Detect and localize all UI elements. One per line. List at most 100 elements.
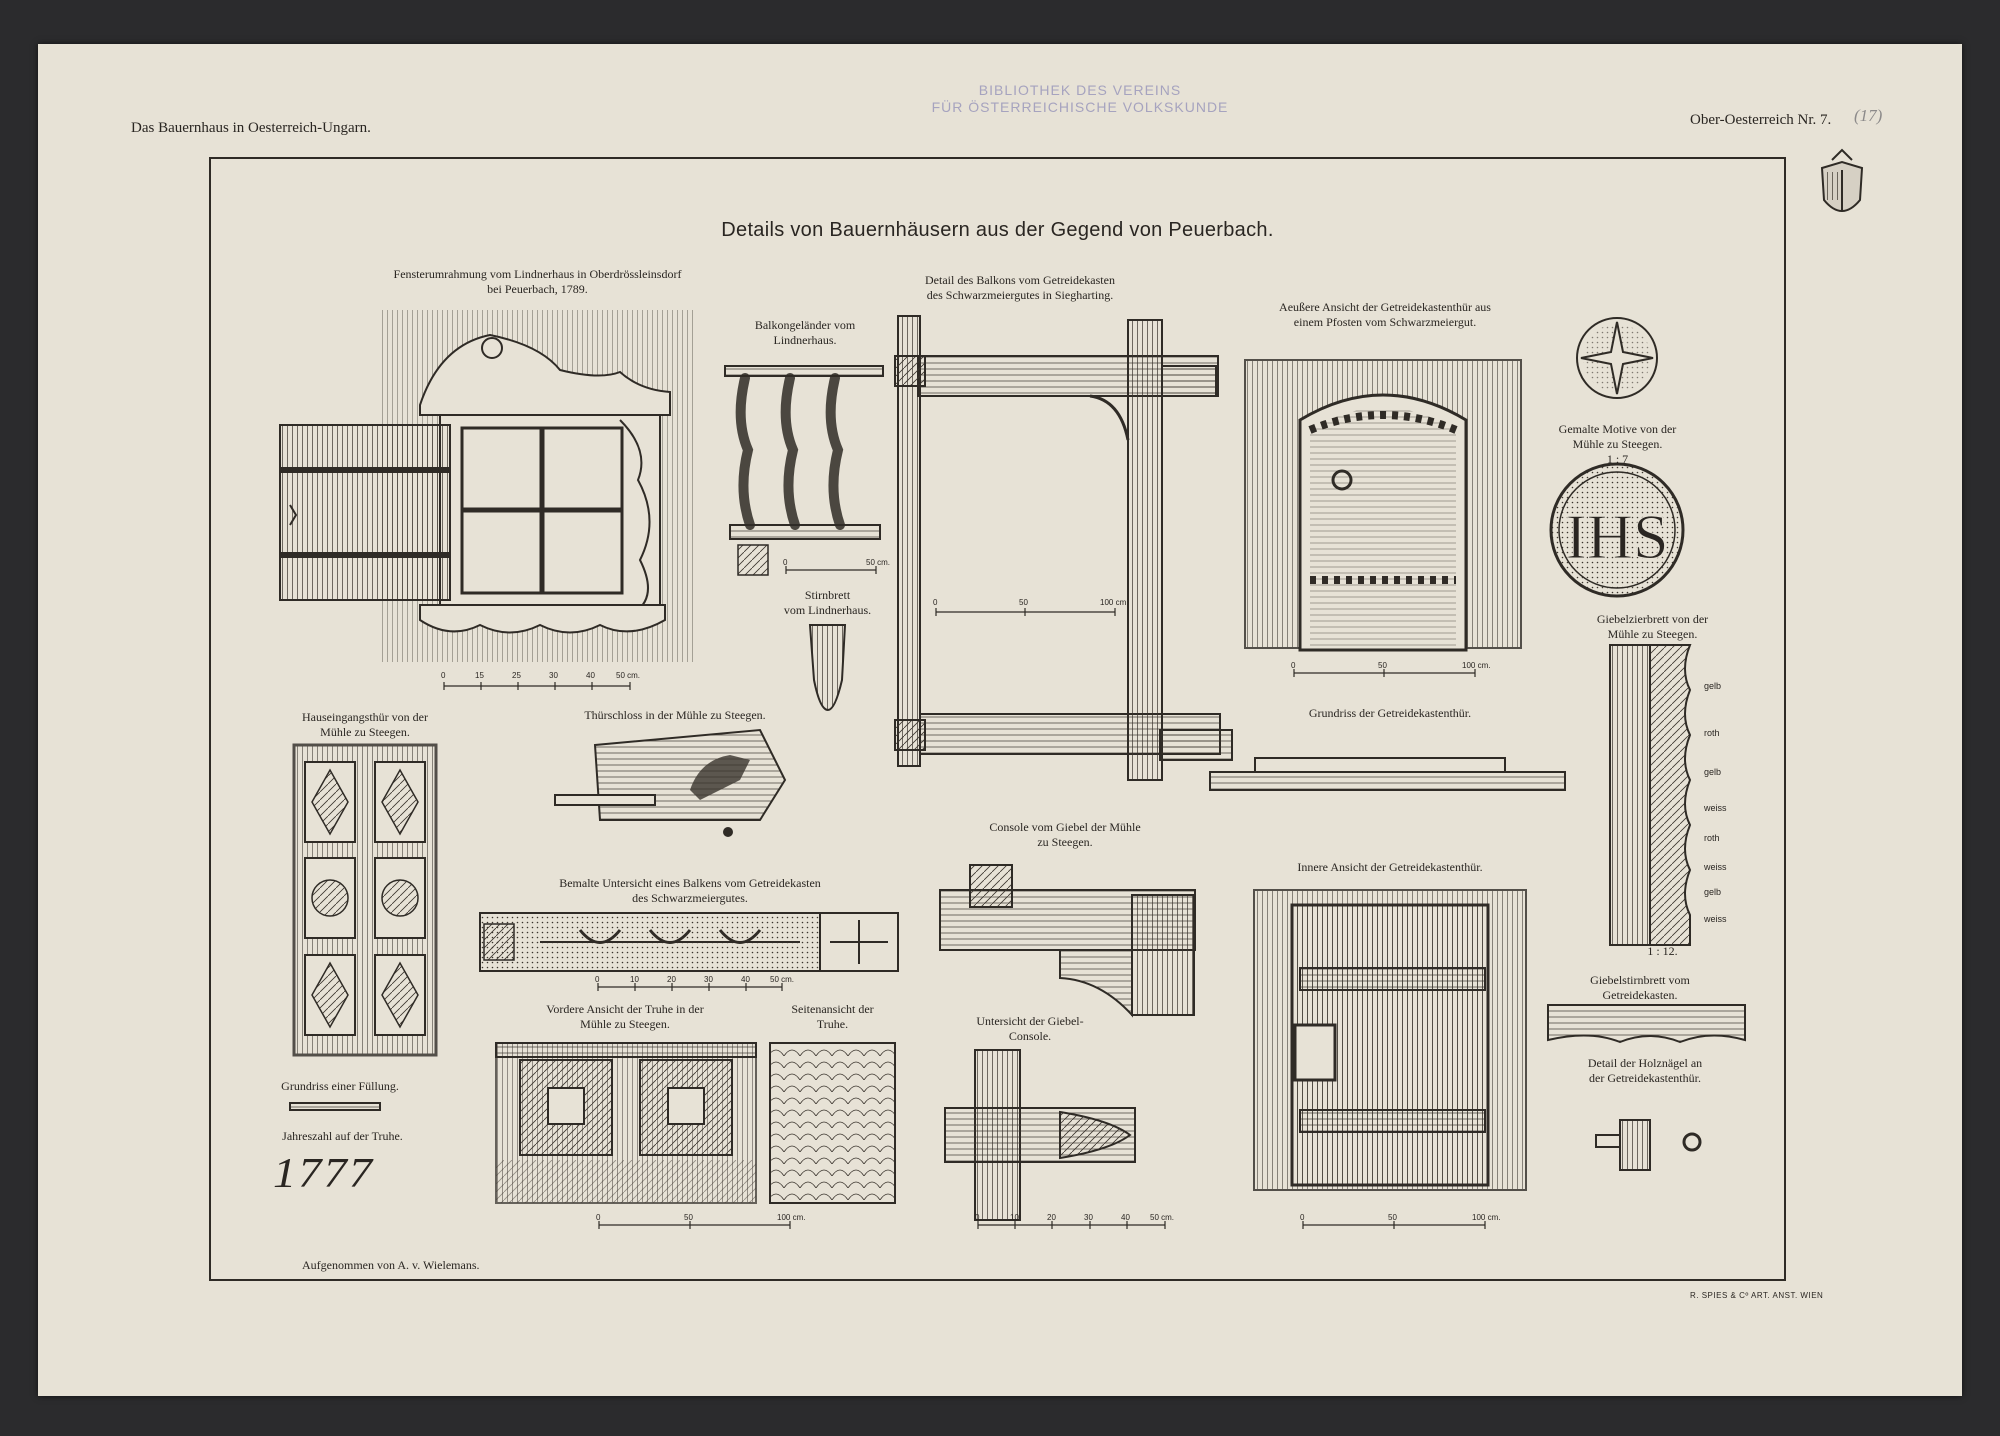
console-drawing: [939, 864, 1196, 1018]
scale-label: 40: [741, 975, 750, 984]
caption-line: Lindnerhaus.: [773, 333, 837, 347]
caption-line: Hauseingangsthür von der: [302, 710, 428, 724]
caption-panel-plan: Grundriss einer Füllung.: [265, 1079, 415, 1094]
scale-label: 10: [630, 975, 639, 984]
color-label: weiss: [1704, 803, 1727, 813]
caption-window-frame: Fensterumrahmung vom Lindnerhaus in Ober…: [300, 267, 775, 297]
caption-line: zu Steegen.: [1037, 835, 1093, 849]
caption-line: Giebelzierbrett von der: [1596, 612, 1709, 626]
scale-label: 10: [1010, 1213, 1019, 1222]
caption-line: 1 : 7: [1606, 452, 1629, 466]
caption-line: Vordere Ansicht der Truhe in der: [546, 1002, 704, 1016]
caption-console: Console vom Giebel der Mühle zu Steegen.: [960, 820, 1170, 850]
caption-line: Aeußere Ansicht der Getreidekastenthür a…: [1279, 300, 1491, 314]
scale-bars: [443, 566, 1486, 1229]
caption-line: vom Lindnerhaus.: [783, 603, 872, 617]
scale-label: 50 cm.: [770, 975, 795, 984]
svg-text:IHS: IHS: [1565, 501, 1668, 572]
door-plan-drawing: [1209, 757, 1566, 791]
stamp-line-1: BIBLIOTHEK DES VEREINS: [978, 82, 1182, 98]
caption-line: Stirnbrett: [804, 588, 851, 602]
caption-line: Mühle zu Steegen.: [580, 1017, 670, 1031]
entrance-door-drawing: [292, 743, 438, 1057]
scale-label: 0: [975, 1213, 980, 1222]
scale-label: 0: [933, 598, 938, 607]
balcony-railing-drawing: [724, 365, 884, 576]
caption-balcony-railing: Balkongeländer vom Lindnerhaus.: [725, 318, 885, 348]
scale-label: 0: [1291, 661, 1296, 670]
caption-line: Console.: [1008, 1029, 1052, 1043]
caption-console-bottom: Untersicht der Giebel- Console.: [955, 1014, 1105, 1044]
scale-label: 100 cm.: [1472, 1213, 1501, 1222]
scale-label: 50: [684, 1213, 693, 1222]
scale-label: 50: [1019, 598, 1028, 607]
caption-outer-door: Aeußere Ansicht der Getreidekastenthür a…: [1240, 300, 1530, 330]
scale-label: 0: [595, 975, 600, 984]
library-stamp: BIBLIOTHEK DES VEREINS FÜR ÖSTERREICHISC…: [930, 82, 1230, 116]
pencil-note: (17): [1854, 106, 1883, 125]
caption-line: des Schwarzmeiergutes.: [632, 891, 748, 905]
color-label: weiss: [1704, 914, 1727, 924]
outer-door-drawing: [1244, 359, 1522, 652]
scale-ratio-text: 1 : 12.: [1647, 944, 1678, 958]
caption-line: Balkongeländer vom: [754, 318, 856, 332]
caption-wooden-pegs: Detail der Holznägel an der Getreidekast…: [1570, 1056, 1720, 1086]
caption-line: Thürschloss in der Mühle zu Steegen.: [584, 708, 766, 722]
caption-door-lock: Thürschloss in der Mühle zu Steegen.: [555, 708, 795, 723]
caption-line: Getreidekasten.: [1602, 988, 1678, 1002]
inner-door-drawing: [1253, 889, 1527, 1191]
caption-line: Console vom Giebel der Mühle: [989, 820, 1141, 834]
scale-label: 0: [596, 1213, 601, 1222]
caption-chest-side: Seitenansicht der Truhe.: [770, 1002, 895, 1032]
caption-line: Grundriss einer Füllung.: [281, 1079, 399, 1093]
caption-entrance-door: Hauseingangsthür von der Mühle zu Steege…: [285, 710, 445, 740]
caption-line: Grundriss der Getreidekastenthür.: [1308, 706, 1472, 720]
caption-painted-beam: Bemalte Untersicht eines Balkens vom Get…: [520, 876, 860, 906]
scale-label: 40: [1121, 1213, 1130, 1222]
scale-label: 0: [441, 671, 446, 680]
caption-line: Mühle zu Steegen.: [320, 725, 410, 739]
chest-side-drawing: [769, 1042, 896, 1204]
caption-line: Truhe.: [816, 1017, 849, 1031]
painted-motifs-drawing: IHS: [1549, 317, 1685, 598]
scale-label: 30: [704, 975, 713, 984]
caption-door-plan: Grundriss der Getreidekastenthür.: [1275, 706, 1505, 721]
scale-label: 25: [512, 671, 521, 680]
caption-line: bei Peuerbach, 1789.: [487, 282, 588, 296]
caption-painted-motifs: Gemalte Motive von der Mühle zu Steegen.…: [1545, 422, 1690, 467]
caption-line: Gemalte Motive von der: [1558, 422, 1677, 436]
scale-label: 0: [1300, 1213, 1305, 1222]
window-frame-drawing: [279, 310, 694, 662]
caption-line: Giebelstirnbrett vom: [1590, 973, 1690, 987]
caption-chest-front: Vordere Ansicht der Truhe in der Mühle z…: [510, 1002, 740, 1032]
scale-label: 50: [1388, 1213, 1397, 1222]
color-label: gelb: [1704, 767, 1722, 777]
caption-line: Mühle zu Steegen.: [1572, 437, 1663, 451]
panel-plan-drawing: [289, 1102, 381, 1111]
scale-label: 100 cm.: [1100, 598, 1129, 607]
color-label: roth: [1704, 728, 1720, 738]
scale-label: 50 cm.: [616, 671, 641, 680]
scale-label: 15: [475, 671, 484, 680]
color-label: gelb: [1704, 681, 1722, 691]
scale-label: 100 cm.: [777, 1213, 806, 1222]
balcony-detail-drawing: [894, 315, 1233, 781]
caption-gable-board: Giebelzierbrett von der Mühle zu Steegen…: [1570, 612, 1735, 642]
caption-gable-front-board: Giebelstirnbrett vom Getreidekasten.: [1580, 973, 1700, 1003]
caption-line: Bemalte Untersicht eines Balkens vom Get…: [559, 876, 821, 890]
wooden-pegs-drawing: [1595, 1119, 1702, 1171]
scale-label: 50 cm.: [1150, 1213, 1175, 1222]
plate-frame: [209, 157, 1786, 1281]
scale-label: 40: [586, 671, 595, 680]
stamp-line-2: FÜR ÖSTERREICHISCHE VOLKSKUNDE: [931, 99, 1229, 115]
year-numerals: 1777: [273, 1151, 375, 1197]
color-label: weiss: [1704, 862, 1727, 872]
scale-label: 100 cm.: [1462, 661, 1491, 670]
coat-of-arms-icon: [1820, 148, 1864, 212]
author-credit: Aufgenommen von A. v. Wielemans.: [302, 1258, 480, 1272]
scale-label: 20: [667, 975, 676, 984]
plate-title: Details von Bauernhäusern aus der Gegend…: [721, 219, 1274, 241]
front-board-drawing: [808, 624, 847, 712]
caption-line: des Schwarzmeiergutes in Siegharting.: [926, 288, 1114, 302]
caption-inner-door: Innere Ansicht der Getreidekastenthür.: [1270, 860, 1510, 875]
